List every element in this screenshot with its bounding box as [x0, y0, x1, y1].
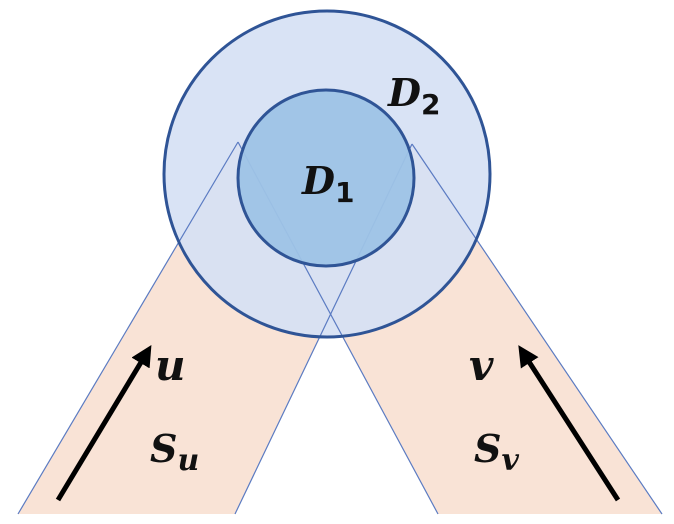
label-d2: D2 — [387, 70, 440, 121]
label-u: u — [155, 341, 186, 390]
v-arrow — [518, 345, 621, 502]
outer-disk-outline — [162, 9, 492, 339]
strip-sv-right-edge — [411, 143, 663, 515]
inner-disk-d1 — [236, 88, 416, 268]
label-sv: Sv — [474, 426, 519, 478]
label-d1: D1 — [301, 158, 354, 209]
strip-su-left-edge — [17, 141, 239, 515]
u-arrow — [55, 345, 152, 502]
label-su: Su — [150, 426, 199, 478]
label-v: v — [469, 341, 494, 390]
